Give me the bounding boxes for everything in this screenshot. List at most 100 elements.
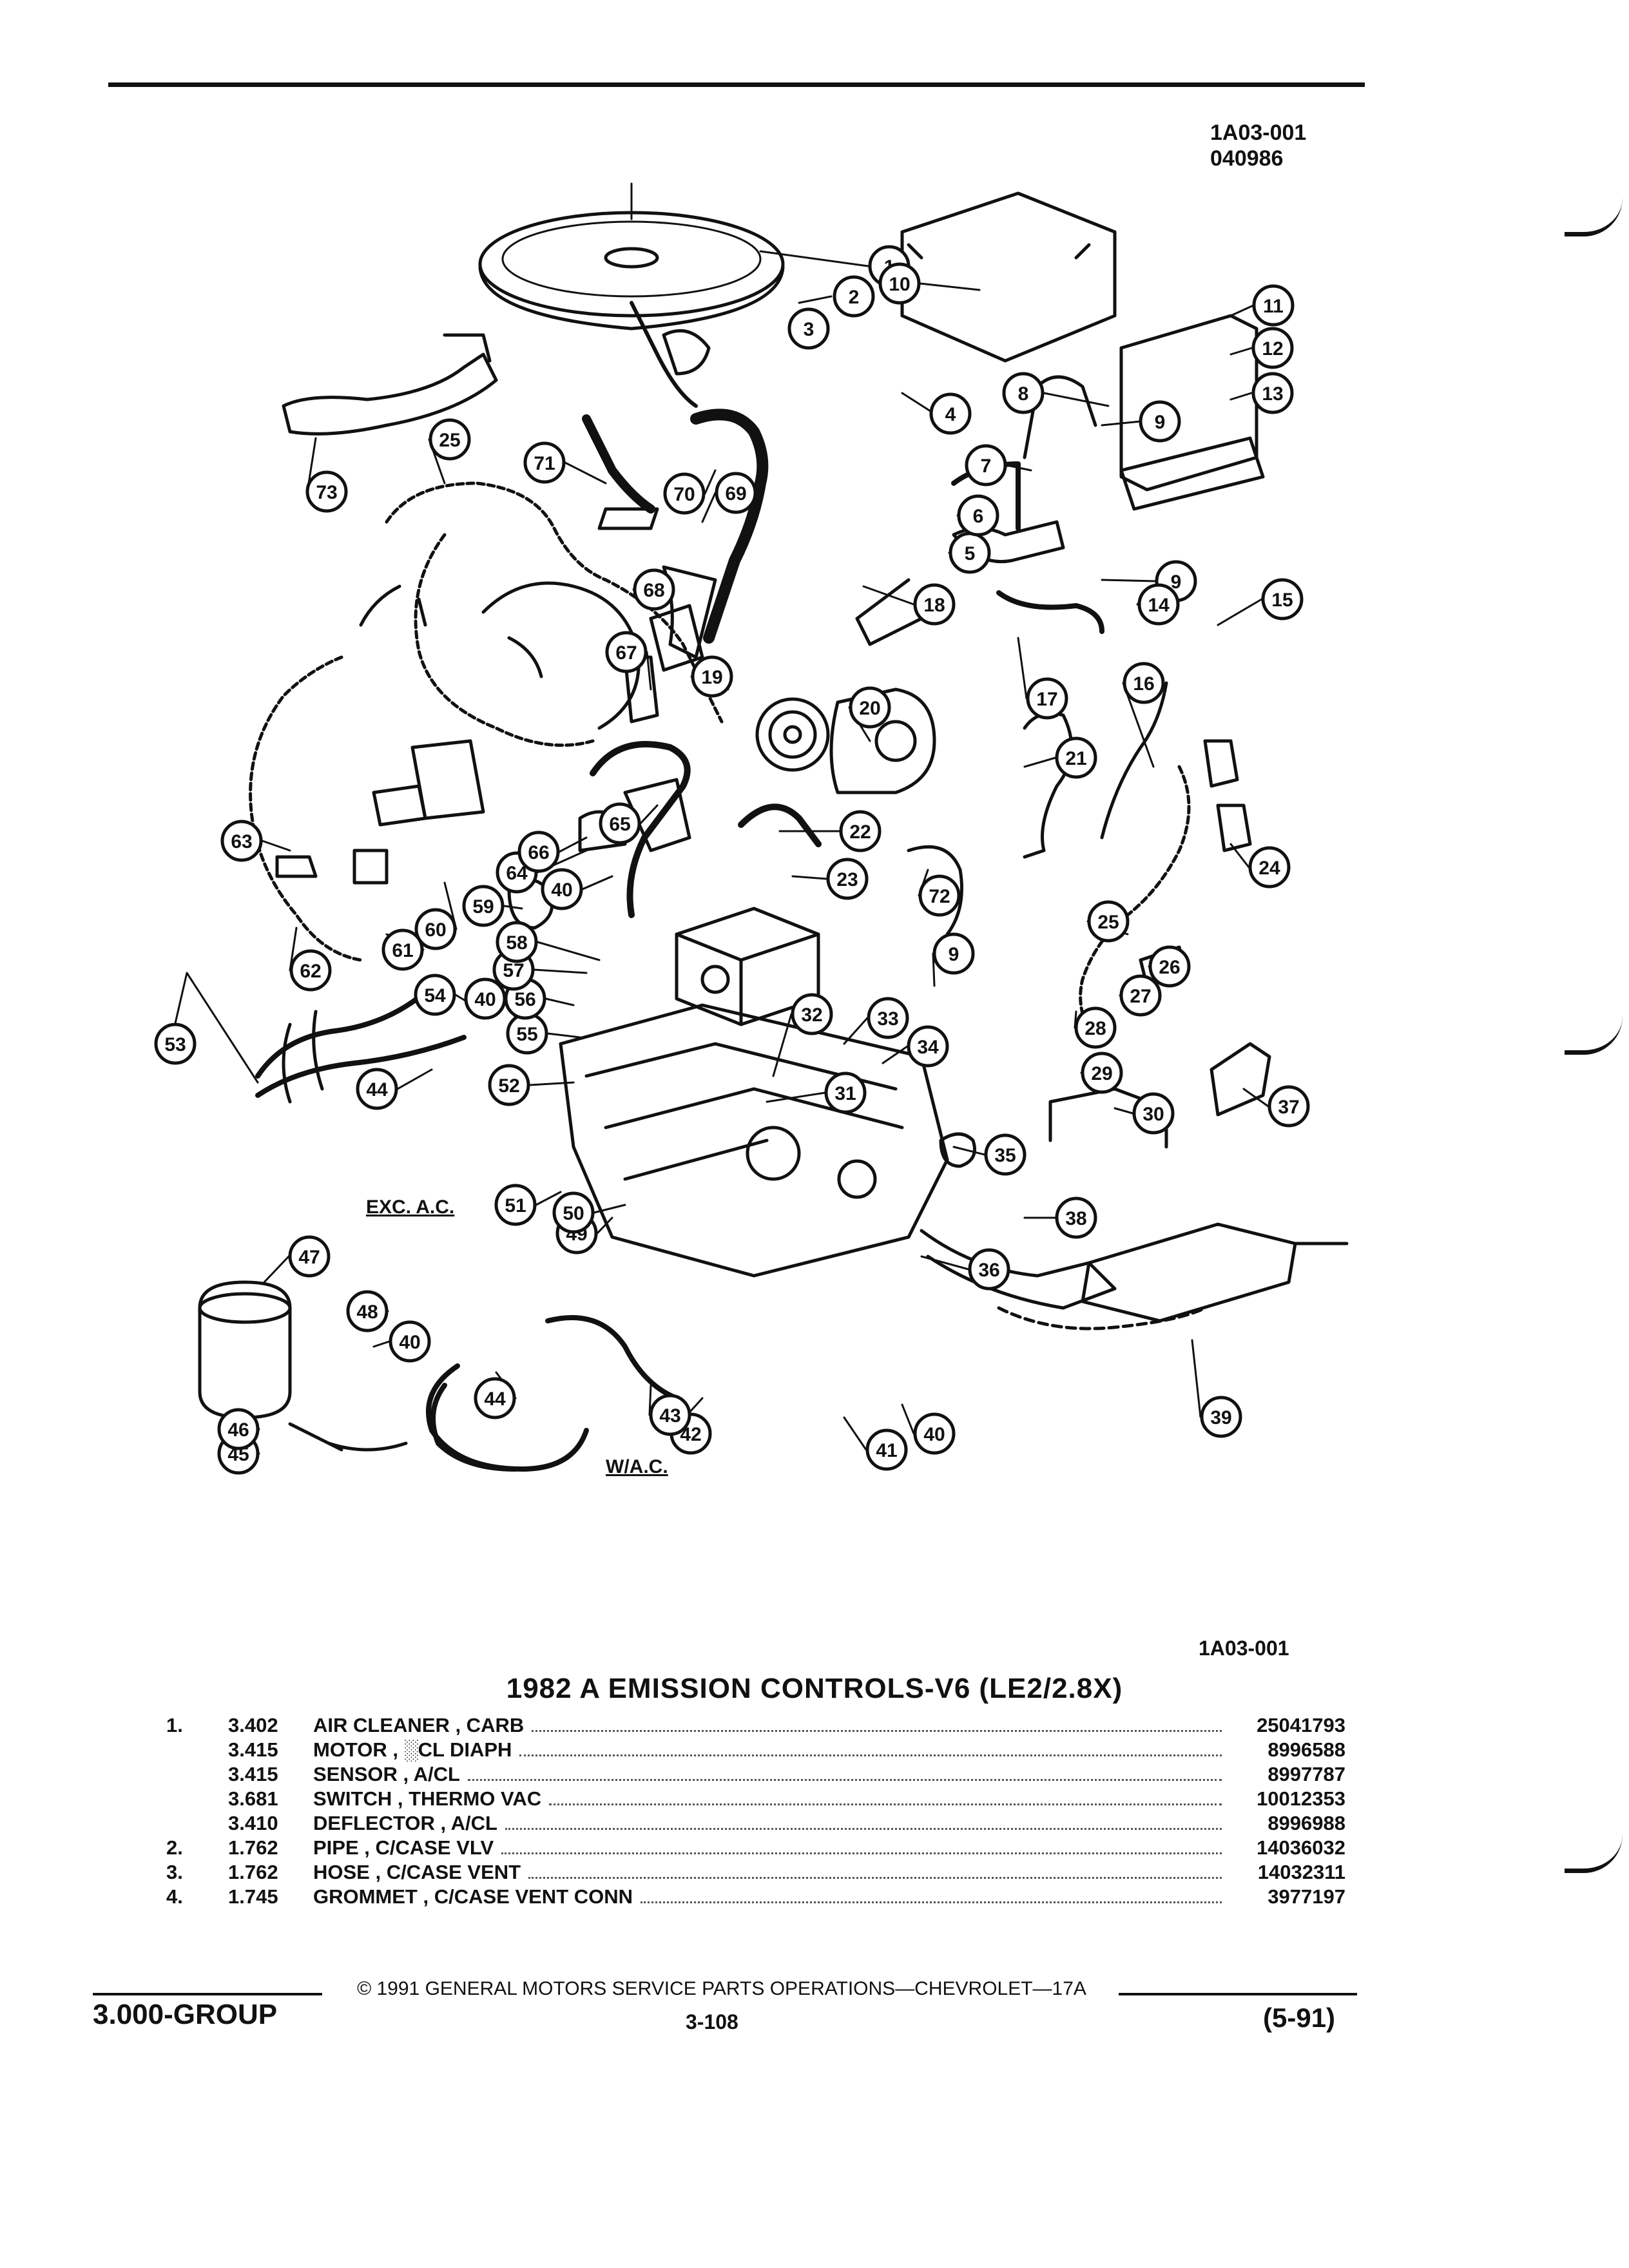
part-description: MOTOR , ░CL DIAPH [313, 1738, 512, 1761]
callout-number: 7 [981, 456, 992, 477]
callout-23: 23 [826, 858, 869, 900]
callout-circle [1123, 662, 1165, 704]
part-description-cell: SENSOR , A/CL [313, 1763, 1229, 1786]
callout-number: 36 [978, 1260, 999, 1281]
callout-number: 40 [551, 879, 572, 901]
callout-33: 33 [867, 997, 909, 1039]
callout-circle [833, 275, 875, 318]
callout-circle [552, 1191, 595, 1234]
pulley [755, 697, 830, 772]
callout-72: 72 [918, 874, 961, 917]
callout-number: 59 [472, 896, 494, 918]
callout-number: 51 [505, 1195, 526, 1216]
snorkel-duct [282, 352, 498, 436]
callout-number: 8 [1018, 383, 1029, 405]
callout-14: 14 [1137, 583, 1180, 626]
callout-number: 34 [917, 1037, 939, 1058]
callout-40: 40 [541, 868, 583, 910]
callout-number: 29 [1091, 1063, 1112, 1084]
callout-circle [824, 1072, 867, 1114]
callout-31: 31 [824, 1072, 867, 1114]
part-number: 8996988 [1268, 1812, 1345, 1834]
callout-number: 50 [563, 1203, 584, 1224]
callout-number: 67 [615, 642, 637, 664]
callout-number: 3 [804, 319, 815, 340]
callout-circle [541, 868, 583, 910]
callout-number: 73 [316, 482, 337, 503]
callout-46: 46 [217, 1408, 260, 1450]
callout-10: 10 [878, 262, 921, 305]
callout-circle [1248, 846, 1291, 889]
callout-12: 12 [1251, 327, 1294, 369]
callout-number: 12 [1262, 338, 1283, 360]
callout-number: 32 [801, 1004, 822, 1026]
callout-8: 8 [1002, 372, 1045, 414]
dot-leader [528, 1877, 1222, 1879]
callout-circle [984, 1133, 1027, 1176]
callout-55: 55 [506, 1012, 548, 1055]
callout-circle [1087, 900, 1130, 943]
part-description: SWITCH , THERMO VAC [313, 1787, 542, 1810]
callout-circle [787, 307, 830, 350]
callout-circle [878, 262, 921, 305]
callout-37: 37 [1268, 1085, 1310, 1128]
callout-circle [907, 1025, 949, 1068]
callout-circle [523, 441, 566, 484]
copyright: © 1991 GENERAL MOTORS SERVICE PARTS OPER… [357, 1978, 1086, 1999]
callout-70: 70 [663, 472, 706, 515]
callout-number: 58 [506, 932, 527, 954]
callout-circle [918, 874, 961, 917]
part-number: 8996588 [1268, 1738, 1345, 1761]
callout-circle [1119, 974, 1162, 1017]
callout-47: 47 [288, 1235, 331, 1278]
callout-circle [1200, 1396, 1242, 1438]
callout-circle [346, 1290, 389, 1332]
diagram-label: W/A.C. [606, 1456, 668, 1477]
callout-circle [496, 921, 538, 963]
dot-leader [505, 1828, 1222, 1830]
figure-id-block: 1A03-001 040986 [1210, 120, 1306, 171]
callout-number: 30 [1142, 1104, 1164, 1125]
callout-circle [715, 472, 757, 514]
callout-circle [1055, 736, 1097, 779]
part-group-number: 1.762 [228, 1861, 278, 1883]
callout-number: 39 [1210, 1407, 1231, 1428]
callout-43: 43 [649, 1394, 691, 1436]
callout-number: 23 [836, 869, 858, 890]
callout-number: 14 [1148, 595, 1170, 616]
group-label: 3.000-GROUP [93, 1999, 278, 2030]
callout-circle [1137, 583, 1180, 626]
callout-number: 19 [701, 667, 722, 688]
callout-circle [1132, 1092, 1175, 1135]
callout-67: 67 [605, 631, 648, 673]
callout-59: 59 [462, 885, 505, 927]
callout-circle [220, 820, 263, 862]
callout-circle [867, 997, 909, 1039]
callout-63: 63 [220, 820, 263, 862]
part-description-cell: MOTOR , ░CL DIAPH [313, 1738, 1229, 1762]
callout-number: 10 [889, 274, 910, 295]
part-description-cell: HOSE , C/CASE VENT [313, 1861, 1229, 1884]
callout-number: 69 [725, 483, 746, 505]
callout-3: 3 [787, 307, 830, 350]
footer-rule-right [1119, 1993, 1357, 1995]
callout-number: 43 [659, 1405, 680, 1427]
callout-circle [633, 568, 675, 611]
callout-number: 66 [528, 842, 549, 863]
callout-circle [965, 444, 1007, 486]
callout-circle [913, 1412, 956, 1455]
binder-mark [1565, 193, 1623, 236]
callout-number: 63 [231, 831, 252, 852]
callout-circle [839, 810, 882, 852]
callout-number: 65 [609, 814, 630, 835]
callout-number: 55 [516, 1024, 537, 1045]
part-index: 1. [166, 1714, 183, 1736]
callout-circle [305, 470, 348, 513]
callout-circle [865, 1428, 908, 1471]
callout-9: 9 [932, 932, 975, 975]
callout-19: 19 [691, 655, 733, 698]
part-number: 10012353 [1257, 1787, 1345, 1810]
callout-group: 1234567899910111213141516171819202122232… [154, 245, 1310, 1475]
callout-number: 68 [643, 580, 664, 601]
